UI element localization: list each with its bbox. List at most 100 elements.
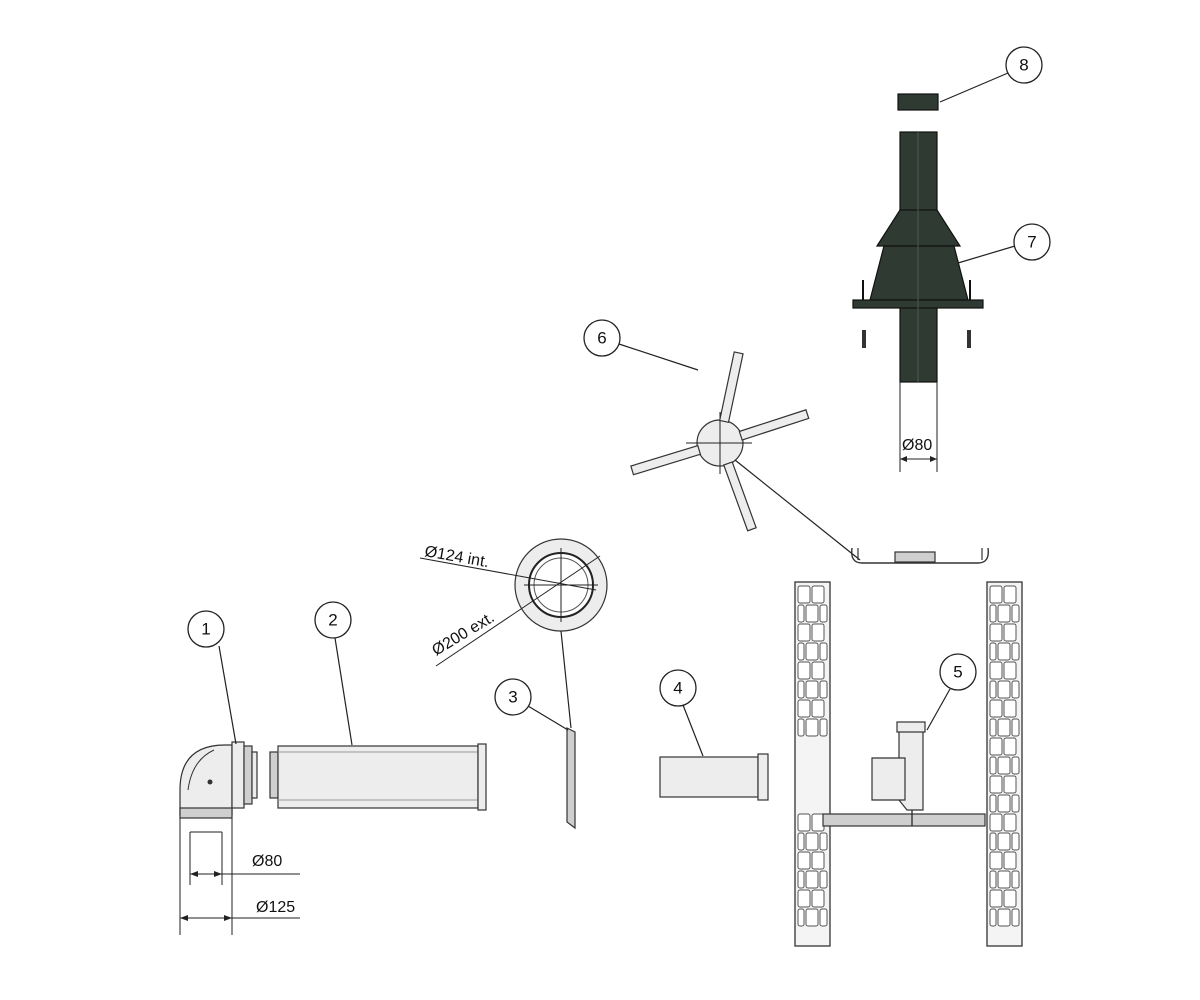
- dimension-d80-terminal: Ø80: [899, 382, 938, 472]
- wall-brick: [797, 718, 805, 737]
- part-3-wall-plate: [514, 538, 608, 830]
- wall-brick: [797, 585, 811, 604]
- wall-brick: [811, 661, 825, 680]
- callout-number-5: 5: [953, 663, 962, 682]
- wall-brick: [1011, 794, 1020, 813]
- part-2-concentric-pipe: [269, 743, 487, 811]
- wall-brick: [1003, 737, 1017, 756]
- wall-brick: [1003, 661, 1017, 680]
- wall-brick: [805, 604, 819, 623]
- wall-brick: [797, 889, 811, 908]
- wall-brick: [997, 680, 1011, 699]
- wall-brick: [997, 870, 1011, 889]
- wall-brick: [989, 756, 997, 775]
- wall-brick: [797, 870, 805, 889]
- wall-brick: [1003, 889, 1017, 908]
- dimension-d80-elbow: Ø80: [190, 853, 300, 877]
- wall-brick: [989, 908, 997, 927]
- wall-brick: [1011, 642, 1020, 661]
- wall-brick: [797, 699, 811, 718]
- dimension-label-d125: Ø125: [256, 899, 295, 916]
- callout-number-4: 4: [673, 679, 682, 698]
- callout-7: 7: [957, 223, 1051, 264]
- wall-brick: [797, 661, 811, 680]
- callout-3: 3: [494, 678, 569, 731]
- wall-brick: [997, 908, 1011, 927]
- callout-5: 5: [926, 653, 977, 731]
- dimension-label-d80-top: Ø80: [902, 437, 932, 454]
- wall-brick: [805, 908, 819, 927]
- wall-brick: [1011, 832, 1020, 851]
- wall-brick: [819, 642, 828, 661]
- wall-brick: [989, 813, 1003, 832]
- wall-brick: [819, 832, 828, 851]
- callout-number-1: 1: [201, 620, 210, 639]
- wall-brick: [997, 794, 1011, 813]
- part-5-chimney-adapter: [794, 581, 1023, 947]
- wall-brick: [811, 699, 825, 718]
- wall-brick: [797, 604, 805, 623]
- wall-brick: [1011, 908, 1020, 927]
- wall-brick: [989, 661, 1003, 680]
- wall-brick: [797, 851, 811, 870]
- wall-brick: [819, 718, 828, 737]
- part-1-elbow: [179, 741, 258, 935]
- wall-brick: [805, 870, 819, 889]
- wall-brick: [819, 908, 828, 927]
- wall-brick: [1003, 851, 1017, 870]
- wall-brick: [819, 680, 828, 699]
- wall-brick: [1003, 775, 1017, 794]
- wall-brick: [989, 851, 1003, 870]
- wall-brick: [811, 623, 825, 642]
- wall-brick: [819, 604, 828, 623]
- callout-number-6: 6: [597, 329, 606, 348]
- dimension-label-d200-ext: Ø200 ext.: [429, 609, 497, 659]
- wall-brick: [989, 794, 997, 813]
- callout-1: 1: [187, 610, 237, 745]
- wall-brick: [811, 851, 825, 870]
- wall-brick: [989, 604, 997, 623]
- wall-brick: [1011, 718, 1020, 737]
- wall-brick: [1003, 585, 1017, 604]
- wall-brick: [1003, 699, 1017, 718]
- callout-4: 4: [659, 669, 704, 757]
- wall-brick: [989, 832, 997, 851]
- part-6-centering-spider: [630, 351, 989, 564]
- wall-brick: [805, 718, 819, 737]
- wall-brick: [989, 718, 997, 737]
- wall-brick: [997, 642, 1011, 661]
- dimension-d125: Ø125: [180, 899, 300, 921]
- dimension-label-d124-int: Ø124 int.: [423, 543, 490, 571]
- wall-brick: [997, 604, 1011, 623]
- wall-brick: [797, 680, 805, 699]
- wall-brick: [797, 908, 805, 927]
- wall-brick: [989, 870, 997, 889]
- wall-brick: [997, 756, 1011, 775]
- part-7-roof-terminal: [852, 131, 984, 383]
- part-4-short-pipe: [659, 753, 769, 801]
- callout-8: 8: [939, 46, 1043, 103]
- wall-brick: [1003, 623, 1017, 642]
- wall-brick: [997, 832, 1011, 851]
- wall-brick: [811, 889, 825, 908]
- callout-2: 2: [314, 601, 353, 746]
- wall-brick: [1011, 680, 1020, 699]
- wall-brick: [989, 889, 1003, 908]
- callout-6: 6: [583, 319, 699, 371]
- wall-brick: [805, 642, 819, 661]
- wall-brick: [797, 813, 811, 832]
- callout-number-8: 8: [1019, 56, 1028, 75]
- wall-brick: [989, 623, 1003, 642]
- wall-brick: [797, 642, 805, 661]
- wall-brick: [989, 585, 1003, 604]
- callout-number-3: 3: [508, 688, 517, 707]
- wall-brick: [805, 680, 819, 699]
- wall-brick: [797, 832, 805, 851]
- wall-brick: [989, 699, 1003, 718]
- wall-brick: [1011, 756, 1020, 775]
- wall-brick: [997, 718, 1011, 737]
- wall-brick: [1011, 604, 1020, 623]
- wall-brick: [797, 623, 811, 642]
- wall-brick: [805, 832, 819, 851]
